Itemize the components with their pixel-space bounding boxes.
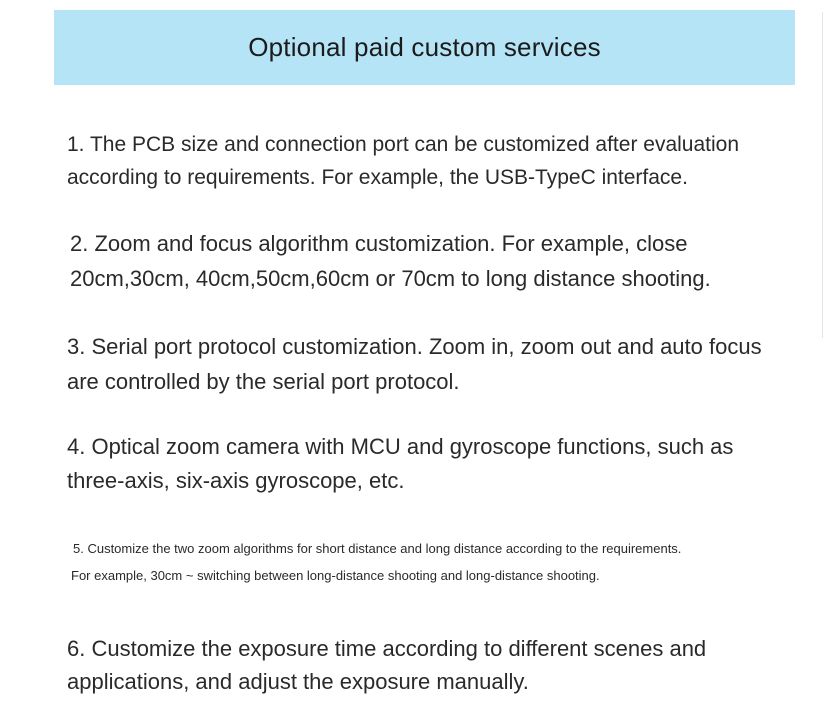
header-banner: Optional paid custom services: [54, 10, 795, 85]
list-item: 4. Optical zoom camera with MCU and gyro…: [67, 434, 734, 493]
list-item: 5. Customize the two zoom algorithms for…: [73, 541, 682, 556]
list-item: 6. Customize the exposure time according…: [67, 636, 707, 694]
list-item: 1. The PCB size and connection port can …: [67, 133, 740, 189]
divider-line: [822, 12, 823, 338]
list-item: 2. Zoom and focus algorithm customizatio…: [70, 231, 711, 291]
list-item: 3. Serial port protocol customization. Z…: [67, 334, 762, 394]
list-item-continuation: For example, 30cm ~ switching between lo…: [71, 568, 600, 583]
page-title: Optional paid custom services: [248, 32, 601, 62]
